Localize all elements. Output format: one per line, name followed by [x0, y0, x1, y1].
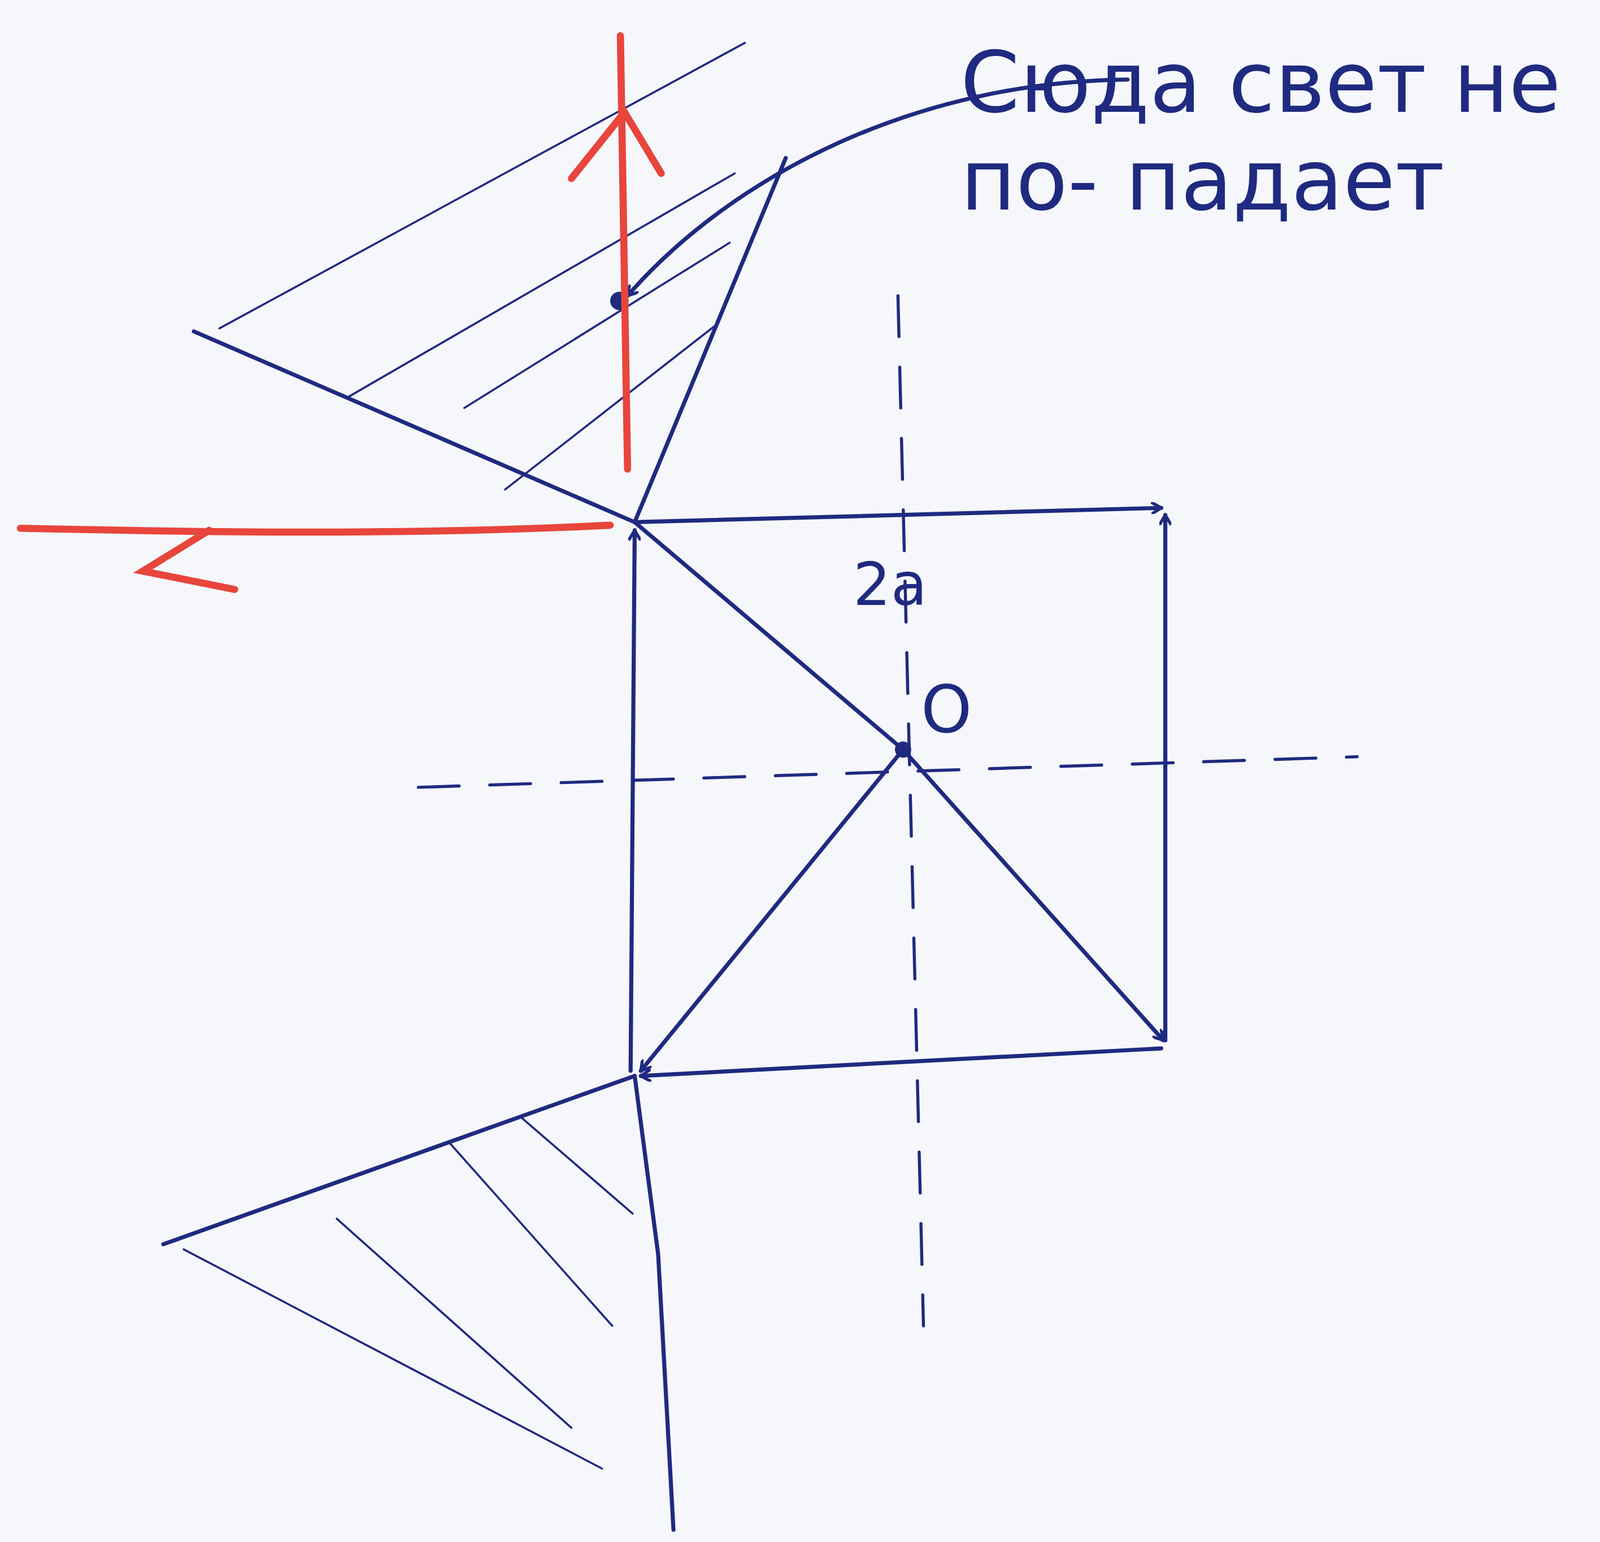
dimension-label: 2a [853, 550, 978, 620]
point-label: O [920, 672, 1012, 747]
callout-note: Сюда свет не по- падает [960, 33, 1588, 229]
